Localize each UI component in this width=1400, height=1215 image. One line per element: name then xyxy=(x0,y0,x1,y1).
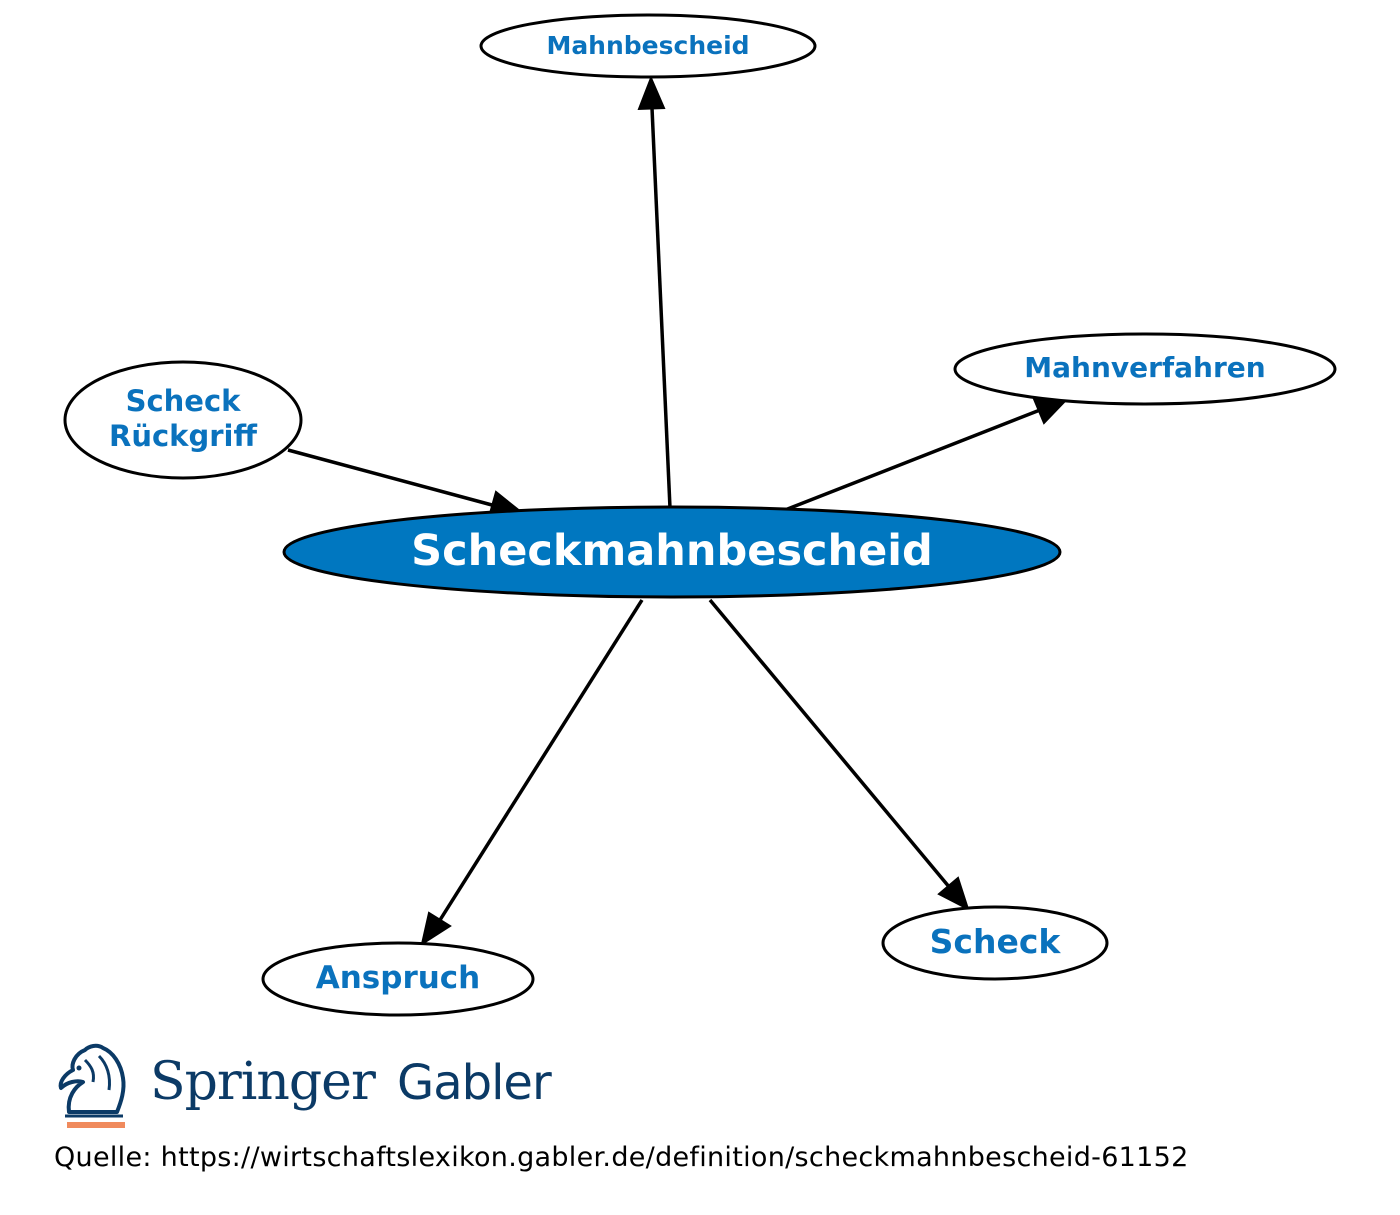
edges xyxy=(287,107,1041,921)
arrowhead-anspruch xyxy=(420,911,452,947)
edge-center-to-scheck xyxy=(708,598,952,890)
node-mahnverfahren-label: Mahnverfahren xyxy=(1024,351,1265,384)
source-citation: Quelle: https://wirtschaftslexikon.gable… xyxy=(54,1142,1189,1173)
brand-springer-wordmark: Springer xyxy=(150,1052,376,1112)
node-mahnverfahren[interactable]: Mahnverfahren xyxy=(953,332,1337,406)
edge-center-to-mahnbescheid xyxy=(650,107,672,509)
node-scheck-rueckgriff[interactable]: Scheck Rückgriff xyxy=(63,360,303,480)
node-center-label: Scheckmahnbescheid xyxy=(411,526,933,576)
node-center-scheckmahnbescheid[interactable]: Scheckmahnbescheid xyxy=(282,505,1062,599)
arrowhead-scheck xyxy=(937,876,970,912)
node-mahnbescheid-label: Mahnbescheid xyxy=(546,31,749,60)
node-scheck[interactable]: Scheck xyxy=(881,905,1109,981)
edge-scheck-rueckgriff-to-center xyxy=(287,448,493,507)
edge-center-to-anspruch xyxy=(438,599,644,921)
arrowhead-mahnbescheid xyxy=(637,75,666,111)
node-anspruch-label: Anspruch xyxy=(316,960,481,996)
springer-horse-logo-icon xyxy=(58,1043,126,1128)
node-anspruch[interactable]: Anspruch xyxy=(261,941,535,1017)
node-scheck-rueckgriff-line2: Rückgriff xyxy=(109,419,257,453)
node-mahnbescheid[interactable]: Mahnbescheid xyxy=(479,13,817,79)
brand-gabler-wordmark: Gabler xyxy=(397,1055,552,1111)
arrowhead-mahnverfahren xyxy=(1032,397,1069,425)
concept-diagram: Mahnbescheid Mahnverfahren Scheck Rückgr… xyxy=(63,13,1337,1017)
node-scheck-label: Scheck xyxy=(930,922,1062,961)
node-scheck-rueckgriff-line1: Scheck xyxy=(126,384,242,418)
edge-center-to-mahnverfahren xyxy=(784,408,1041,512)
